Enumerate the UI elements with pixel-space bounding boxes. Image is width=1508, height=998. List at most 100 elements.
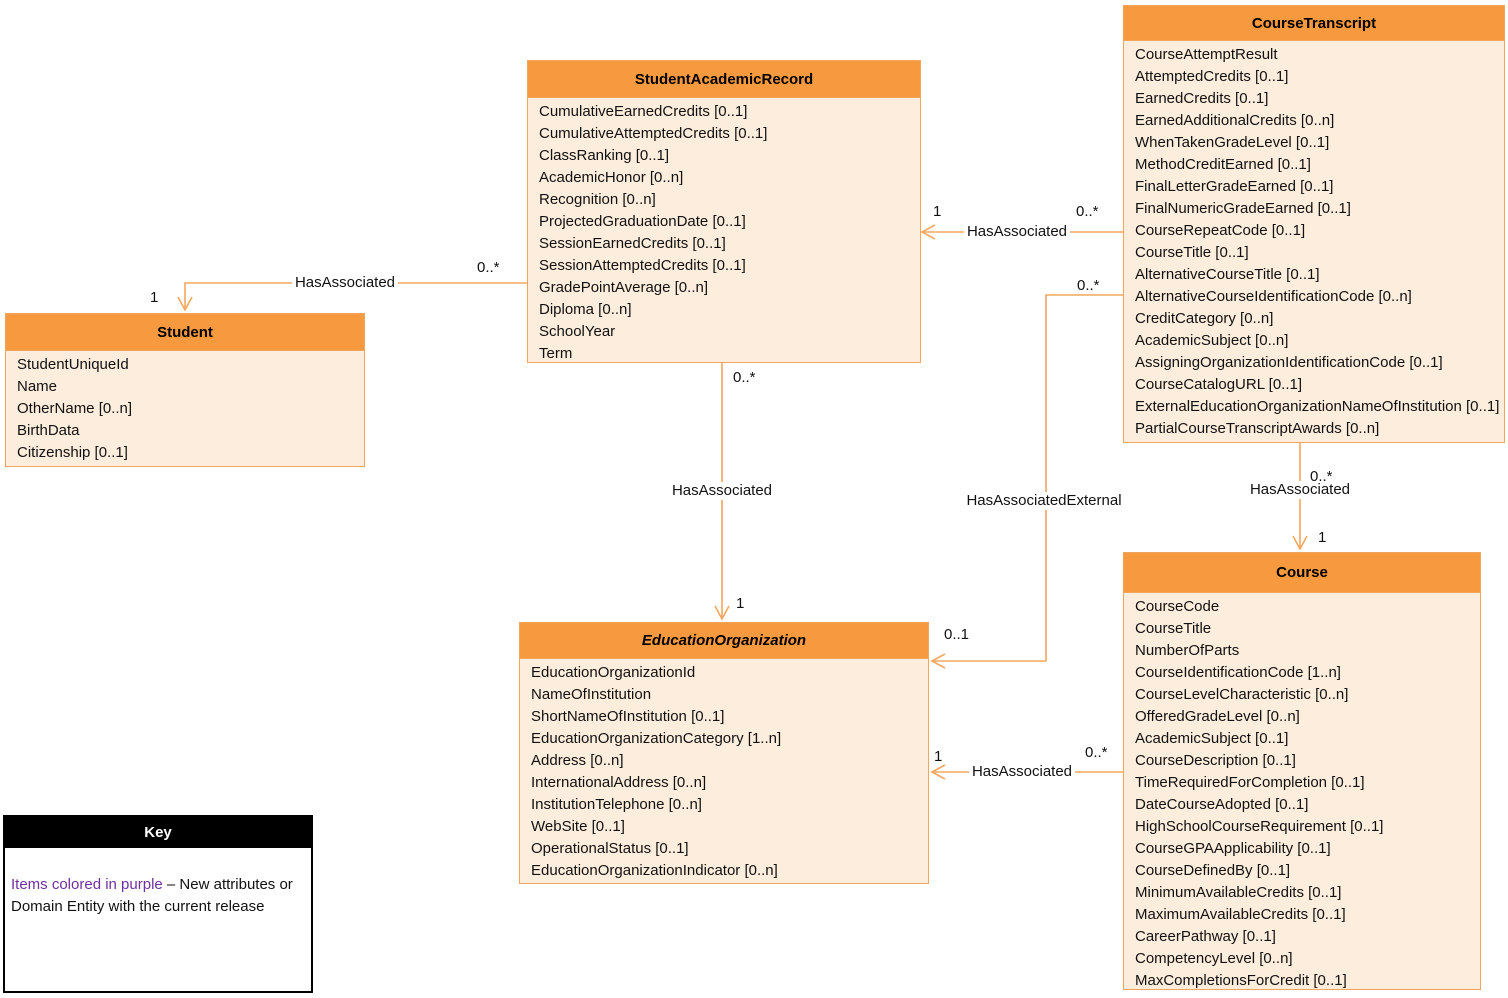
attribute-row: CumulativeAttemptedCredits [0..1] [539, 125, 768, 142]
attribute-row: GradePointAverage [0..n] [539, 279, 708, 296]
rel-sar-edorg-target-card: 1 [736, 595, 745, 612]
rel-ct-course-target-card: 1 [1318, 529, 1327, 546]
key-body-text: Items colored in purple – New attributes… [5, 848, 311, 918]
rel-ct-course-label: HasAssociated [1246, 481, 1354, 499]
attribute-row: Address [0..n] [531, 752, 624, 769]
rel-ct-edorg-label: HasAssociatedExternal [963, 492, 1125, 510]
attribute-row: ClassRanking [0..1] [539, 147, 670, 164]
arrowhead-down-icon [714, 605, 730, 621]
rel-ct-edorg-target-card: 0..1 [944, 626, 970, 643]
attribute-row: CourseCatalogURL [0..1] [1135, 376, 1303, 393]
attribute-row: AcademicHonor [0..n] [539, 169, 684, 186]
entity-student-academic-record: StudentAcademicRecord CumulativeEarnedCr… [527, 60, 921, 363]
attribute-row: WebSite [0..1] [531, 818, 625, 835]
attribute-row: PartialCourseTranscriptAwards [0..n] [1135, 420, 1380, 437]
attribute-row: ExternalEducationOrganizationNameOfInsti… [1135, 398, 1500, 415]
attribute-row: EarnedCredits [0..1] [1135, 90, 1269, 107]
attribute-row: SessionAttemptedCredits [0..1] [539, 257, 746, 274]
attribute-row: CourseAttemptResult [1135, 46, 1278, 63]
attribute-row: AlternativeCourseTitle [0..1] [1135, 266, 1320, 283]
arrowhead-down-icon [1292, 535, 1308, 551]
attribute-row: CreditCategory [0..n] [1135, 310, 1274, 327]
arrowhead-down-icon [177, 296, 193, 312]
rel-course-edorg-source-card: 0..* [1085, 744, 1108, 761]
attribute-row: CourseDefinedBy [0..1] [1135, 862, 1291, 879]
attribute-row: CourseDescription [0..1] [1135, 752, 1296, 769]
key-rest-text: – New attributes or Domain Entity with t… [11, 876, 293, 915]
rel-ct-sar-source-card: 0..* [1076, 203, 1099, 220]
rel-sar-student-source-card: 0..* [477, 259, 500, 276]
connector-coursetranscript-educationorganization [932, 294, 1123, 662]
entity-course-title: Course [1124, 553, 1480, 593]
rel-sar-student-target-card: 1 [150, 289, 159, 306]
attribute-row: ShortNameOfInstitution [0..1] [531, 708, 725, 725]
attribute-row: StudentUniqueId [17, 356, 129, 373]
arrowhead-left-icon [930, 653, 946, 669]
entity-student-academic-record-title: StudentAcademicRecord [528, 61, 920, 98]
attribute-row: CourseRepeatCode [0..1] [1135, 222, 1306, 239]
attribute-row: MaxCompletionsForCredit [0..1] [1135, 972, 1347, 989]
attribute-row: AssigningOrganizationIdentificationCode … [1135, 354, 1443, 371]
attribute-row: CourseLevelCharacteristic [0..n] [1135, 686, 1349, 703]
attribute-row: MinimumAvailableCredits [0..1] [1135, 884, 1342, 901]
entity-course-transcript-title: CourseTranscript [1124, 6, 1504, 41]
rel-ct-sar-label: HasAssociated [963, 223, 1071, 241]
entity-education-organization: EducationOrganization EducationOrganizat… [519, 622, 929, 884]
key-title: Key [5, 817, 311, 848]
attribute-row: CourseIdentificationCode [1..n] [1135, 664, 1341, 681]
attribute-row: FinalNumericGradeEarned [0..1] [1135, 200, 1351, 217]
attribute-row: InstitutionTelephone [0..n] [531, 796, 702, 813]
attribute-row: InternationalAddress [0..n] [531, 774, 707, 791]
attribute-row: EarnedAdditionalCredits [0..n] [1135, 112, 1335, 129]
rel-course-edorg-label: HasAssociated [968, 763, 1076, 781]
rel-ct-course-source-card: 0..* [1310, 468, 1333, 485]
attribute-row: HighSchoolCourseRequirement [0..1] [1135, 818, 1384, 835]
attribute-row: OfferedGradeLevel [0..n] [1135, 708, 1300, 725]
attribute-row: MethodCreditEarned [0..1] [1135, 156, 1311, 173]
attribute-row: CourseGPAApplicability [0..1] [1135, 840, 1331, 857]
rel-ct-edorg-source-card: 0..* [1077, 277, 1100, 294]
attribute-row: OperationalStatus [0..1] [531, 840, 689, 857]
rel-ct-sar-target-card: 1 [933, 203, 942, 220]
rel-sar-student-label: HasAssociated [291, 274, 399, 292]
attribute-row: Term [539, 345, 573, 362]
arrowhead-left-icon [930, 764, 946, 780]
attribute-row: DateCourseAdopted [0..1] [1135, 796, 1309, 813]
attribute-row: EducationOrganizationIndicator [0..n] [531, 862, 778, 879]
attribute-row: Citizenship [0..1] [17, 444, 128, 461]
attribute-row: BirthData [17, 422, 80, 439]
attribute-row: AcademicSubject [0..1] [1135, 730, 1289, 747]
attribute-row: CourseCode [1135, 598, 1220, 615]
attribute-row: TimeRequiredForCompletion [0..1] [1135, 774, 1365, 791]
attribute-row: MaximumAvailableCredits [0..1] [1135, 906, 1346, 923]
rel-sar-edorg-label: HasAssociated [668, 482, 776, 500]
attribute-row: ProjectedGraduationDate [0..1] [539, 213, 746, 230]
attribute-row: Recognition [0..n] [539, 191, 656, 208]
entity-student-title: Student [6, 314, 364, 351]
attribute-row: AcademicSubject [0..n] [1135, 332, 1289, 349]
attribute-row: Name [17, 378, 58, 395]
attribute-row: SchoolYear [539, 323, 616, 340]
attribute-row: NameOfInstitution [531, 686, 652, 703]
attribute-row: FinalLetterGradeEarned [0..1] [1135, 178, 1334, 195]
entity-education-organization-title: EducationOrganization [520, 623, 928, 659]
attribute-row: AlternativeCourseIdentificationCode [0..… [1135, 288, 1412, 305]
attribute-row: CumulativeEarnedCredits [0..1] [539, 103, 748, 120]
attribute-row: OtherName [0..n] [17, 400, 133, 417]
attribute-row: EducationOrganizationCategory [1..n] [531, 730, 782, 747]
arrowhead-left-icon [920, 224, 936, 240]
entity-student-academic-record-attributes: CumulativeEarnedCredits [0..1] Cumulative… [528, 98, 920, 365]
attribute-row: CourseTitle [0..1] [1135, 244, 1249, 261]
key-purple-text: Items colored in purple [11, 876, 163, 893]
attribute-row: NumberOfParts [1135, 642, 1240, 659]
attribute-row: CareerPathway [0..1] [1135, 928, 1276, 945]
attribute-row: CompetencyLevel [0..n] [1135, 950, 1293, 967]
rel-sar-edorg-source-card: 0..* [733, 369, 756, 386]
attribute-row: SessionEarnedCredits [0..1] [539, 235, 726, 252]
attribute-row: CourseTitle [1135, 620, 1212, 637]
key-box: Key Items colored in purple – New attrib… [3, 815, 313, 993]
